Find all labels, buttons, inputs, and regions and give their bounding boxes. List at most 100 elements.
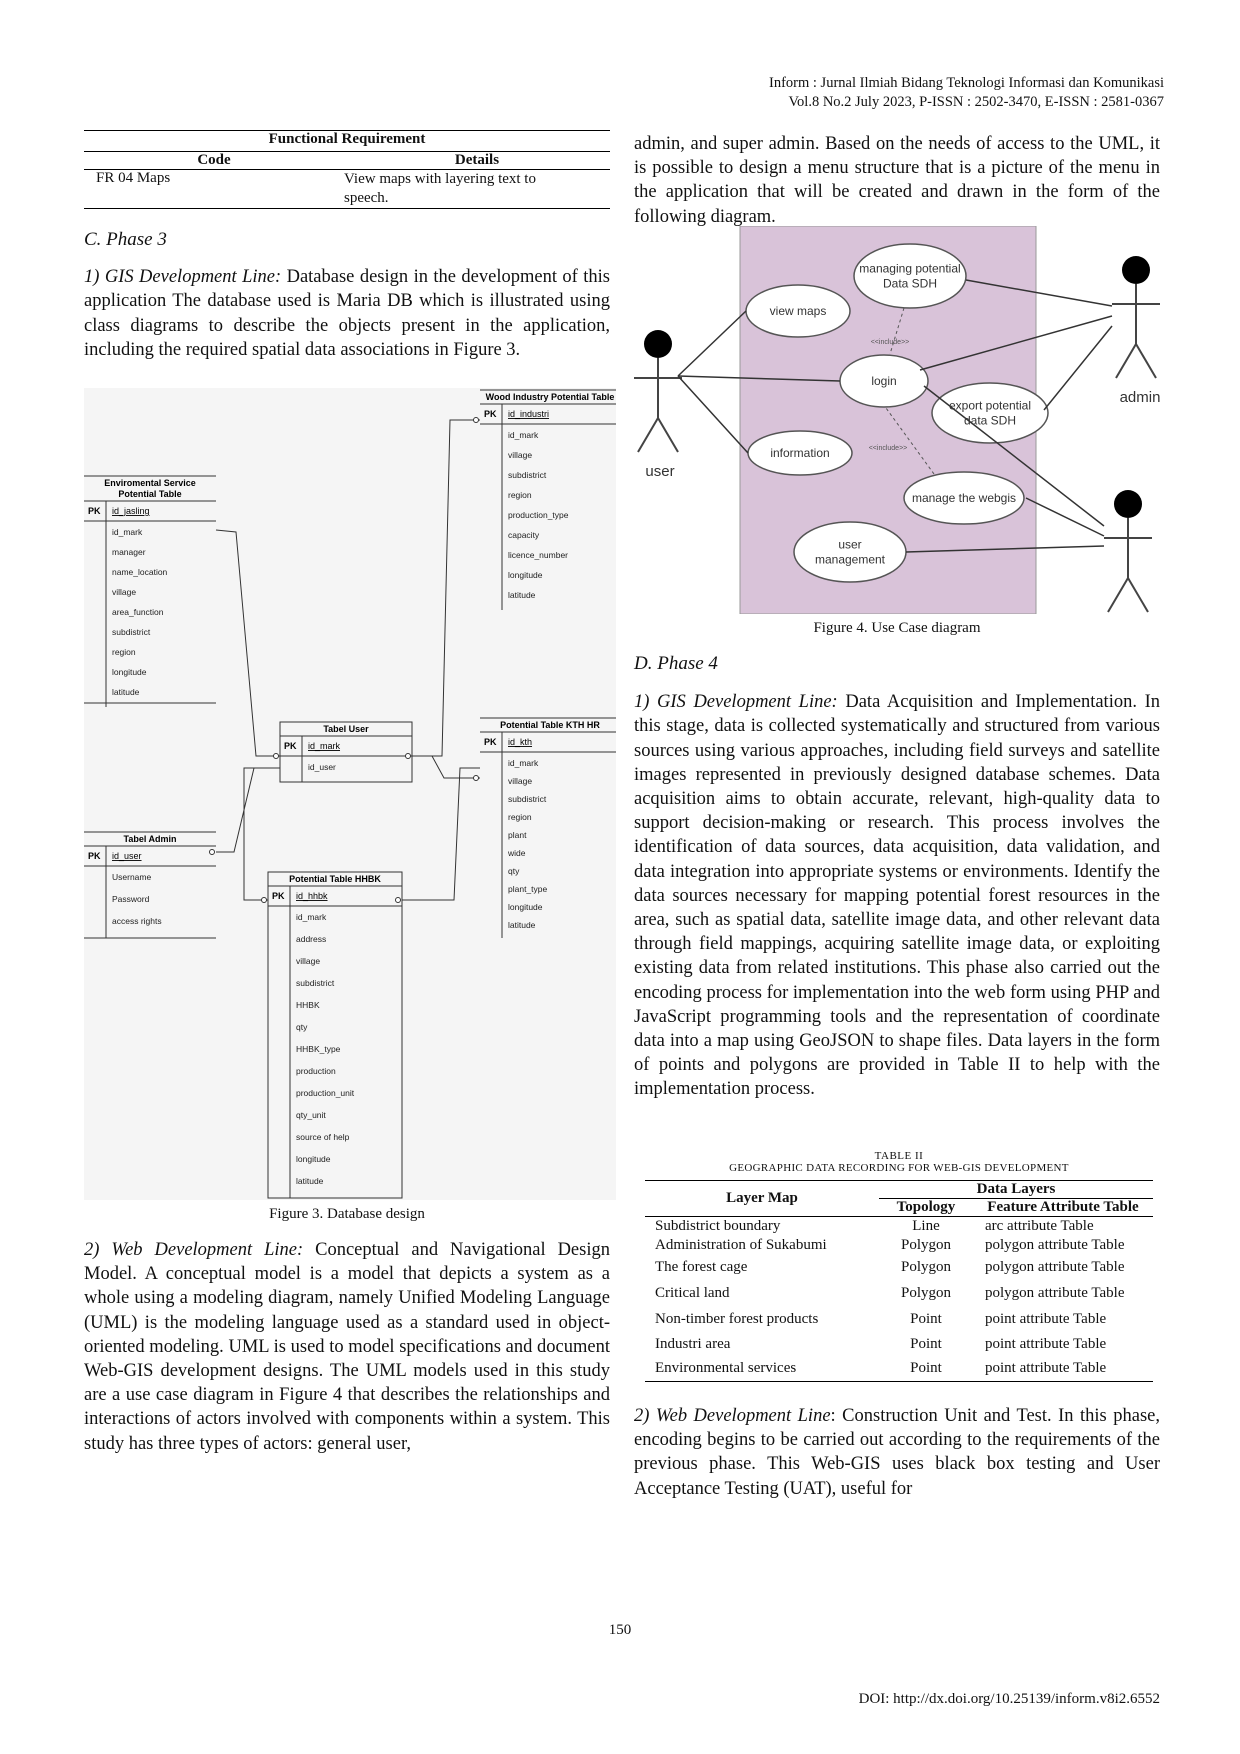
actor-super-admin-leg-right [1127,577,1149,613]
user-table-title: Tabel User [323,724,369,734]
kth-table-title: Potential Table KTH HR [500,720,600,730]
actor-user-leg-right [657,417,679,453]
relationship-line [412,419,480,757]
journal-issue: Vol.8 No.2 July 2023, P-ISSN : 2502-3470… [788,94,1164,110]
gis4-lead: 1) GIS Development Line: [634,692,838,713]
hhbk-table-field: village [296,956,320,966]
uc-login-label: login [871,374,896,388]
association-line [677,310,747,377]
include-dashed-line [889,307,905,355]
actor-user-label: user [645,463,674,480]
figure4-caption: Figure 4. Use Case diagram [813,620,981,636]
wood-table-field: latitude [508,590,536,600]
t2-topology-cell: Polygon [900,1236,951,1253]
t2-layer-cell: Critical land [655,1285,730,1301]
user-table-pk-field: id_mark [308,741,341,751]
t2-feature: Feature Attribute Table [987,1199,1139,1215]
crowfoot-marker [273,753,279,759]
crowfoot-marker [395,897,401,903]
hhbk-table-field: source of help [296,1132,350,1142]
actor-user-leg-left [637,417,659,453]
env-table-title: Enviromental Service [104,478,196,488]
crowfoot-marker [473,775,479,781]
relationship-line [402,767,480,901]
hhbk-table-field: qty [296,1022,308,1032]
crowfoot-marker [261,897,267,903]
wood-table-field: licence_number [508,550,568,560]
gis-paragraph-right: 1) GIS Development Line: Data Acquisitio… [634,690,1160,1101]
admin-table-pk-label: PK [88,851,101,861]
table2: Layer Map Data Layers Topology Feature A… [645,1180,1153,1382]
env-table-field: latitude [112,687,140,697]
env-table-field: id_mark [112,527,143,537]
gis-paragraph-left: 1) GIS Development Line: Database design… [84,265,610,362]
kth-table-field: wide [507,848,526,858]
page-number: 150 [608,1622,632,1638]
functional-requirement-table: Functional Requirement Code Details FR 0… [84,130,610,209]
admin-table-field: Username [112,872,151,882]
t2-data-layers: Data Layers [879,1180,1153,1199]
env-table-field: longitude [112,667,147,677]
hhbk-table-pk-label: PK [272,891,285,901]
hhbk-table-field: address [296,934,326,944]
association-line [919,315,1113,371]
env-table-pk-label: PK [88,506,101,516]
web4-lead: 2) Web Development Line [634,1406,831,1426]
hhbk-table-field: longitude [296,1154,331,1164]
hhbk-table-field: subdistrict [296,978,335,988]
actor-admin-label: admin [1120,389,1161,406]
t2-feature-cell: point attribute Table [985,1310,1107,1327]
kth-table-field: region [508,812,532,822]
kth-table-field: longitude [508,902,543,912]
phase3-heading: C. Phase 3 [84,229,167,250]
t2-layer-cell: Non-timber forest products [655,1310,819,1327]
wood-table-pk-field: id_industri [508,409,549,419]
t2-layer-cell: Subdistrict boundary [655,1217,781,1234]
fr-col-details: Details [454,152,500,168]
uc-export-potential [931,382,1049,444]
doi-text: DOI: http://dx.doi.org/10.25139/inform.v… [858,1691,1160,1707]
kth-table-field: plant [508,830,527,840]
web-lead: 2) Web Development Line: [84,1240,304,1260]
kth-table-pk-label: PK [484,737,497,747]
uc-export-potential-label: export potential [949,399,1031,413]
left-column-lower: 2) Web Development Line: Conceptual and … [84,1238,610,1456]
gis4-body: Data Acquisition and Implementation. In … [634,692,1161,1100]
relationship-line [216,767,255,853]
table2-heading: TABLE II GEOGRAPHIC DATA RECORDING FOR W… [645,1150,1153,1174]
env-table-field: region [112,647,136,657]
user-table-field: id_user [308,762,336,772]
kth-table-field: village [508,776,532,786]
include-label: <<include>> [871,339,910,346]
web-body: Conceptual and Navigational Design Model… [84,1240,610,1454]
journal-title: Inform : Jurnal Ilmiah Bidang Teknologi … [769,75,1164,91]
hhbk-table-field: HHBK_type [296,1044,341,1054]
env-table-field: name_location [112,567,168,577]
kth-table-field: qty [508,866,520,876]
phase4-heading: D. Phase 4 [634,653,718,674]
t2-topology-cell: Point [910,1335,942,1352]
right-column-lower: 2) Web Development Line: Construction Un… [634,1404,1160,1501]
wood-table-pk-label: PK [484,409,497,419]
t2-topology-cell: Point [910,1360,942,1377]
kth-table-pk-field: id_kth [508,737,532,747]
hhbk-table-field: qty_unit [296,1110,326,1120]
uc-manage-webgis-label: manage the webgis [912,491,1016,505]
admin-table-pk-field: id_user [112,851,142,861]
t2-feature-cell: polygon attribute Table [985,1236,1125,1253]
env-table-field: manager [112,547,146,557]
t2-topology-cell: Polygon [900,1259,951,1275]
relationship-line [243,767,280,901]
uc-export-potential-label: data SDH [964,414,1016,428]
user-table-pk-label: PK [284,741,297,751]
hhbk-table-field: id_mark [296,912,327,922]
uc-managing-potential [853,243,967,309]
uc-managing-potential-label: managing potential [859,262,960,276]
include-dashed-line [885,407,935,475]
